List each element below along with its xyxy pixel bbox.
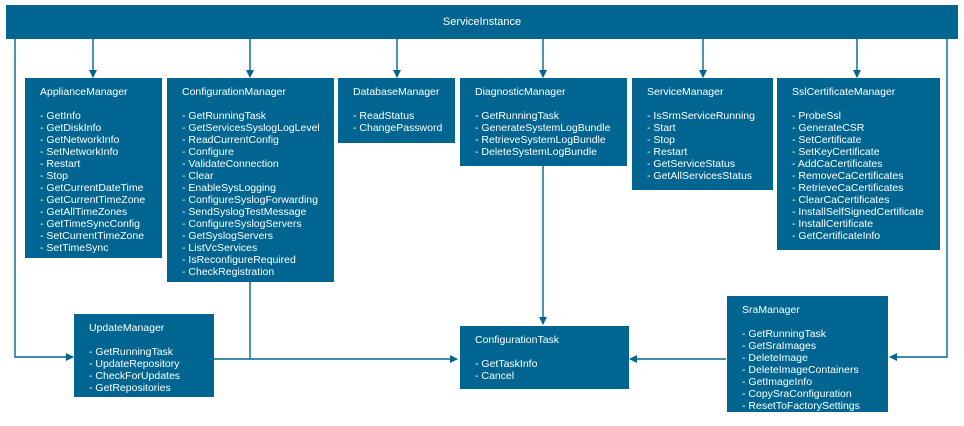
method-item: - CheckRegistration — [182, 266, 275, 278]
method-item: - SetCurrentTimeZone — [40, 230, 145, 242]
method-item: - GetCertificateInfo — [792, 230, 881, 242]
update-manager-methods: - GetRunningTask- UpdateRepository- Chec… — [89, 346, 204, 394]
method-item: - CopySraConfiguration — [742, 388, 852, 400]
method-item: - GetCurrentTimeZone — [40, 194, 146, 206]
method-item: - EnableSysLogging — [182, 182, 276, 194]
database-manager-box: DatabaseManager - ReadStatus- ChangePass… — [338, 78, 455, 143]
method-item: - GetRunningTask — [89, 346, 174, 358]
method-item: - InstallCertificate — [792, 218, 874, 230]
database-manager-methods: - ReadStatus- ChangePassword — [353, 110, 445, 134]
configuration-manager-methods: - GetRunningTask- GetServicesSyslogLogLe… — [182, 110, 324, 278]
update-manager-title: UpdateManager — [89, 322, 165, 334]
method-item: - IsReconfigureRequired — [182, 254, 296, 266]
method-item: - GetRepositories — [89, 382, 171, 394]
method-item: - ReadStatus — [353, 110, 415, 122]
appliance-manager-methods: - GetInfo- GetDiskInfo- GetNetworkInfo- … — [40, 110, 152, 254]
diagnostic-manager-methods: - GetRunningTask- GenerateSystemLogBundl… — [475, 110, 617, 158]
sra-manager-title: SraManager — [742, 304, 800, 316]
method-item: - ReadCurrentConfig — [182, 134, 279, 146]
configuration-manager-box: ConfigurationManager - GetRunningTask- G… — [167, 78, 334, 282]
service-instance-box: ServiceInstance — [6, 5, 958, 39]
method-item: - ClearCaCertificates — [792, 194, 890, 206]
method-item: - GetSyslogServers — [182, 230, 274, 242]
method-item: - ValidateConnection — [182, 158, 279, 170]
method-item: - DeleteImageContainers — [742, 364, 859, 376]
configuration-task-box: ConfigurationTask - GetTaskInfo- Cancel — [460, 326, 629, 389]
ssl-certificate-manager-methods: - ProbeSsl- GenerateCSR- SetCertificate-… — [792, 110, 930, 242]
method-item: - SendSyslogTestMessage — [182, 206, 307, 218]
service-manager-box: ServiceManager - IsSrmServiceRunning- St… — [632, 78, 773, 190]
sra-manager-methods: - GetRunningTask- GetSraImages- DeleteIm… — [742, 328, 878, 412]
database-manager-title: DatabaseManager — [353, 86, 440, 98]
diagnostic-manager-title: DiagnosticManager — [475, 86, 566, 98]
method-item: - CheckForUpdates — [89, 370, 181, 382]
arrow-to-update-manager — [14, 39, 74, 361]
method-item: - Restart — [647, 146, 688, 158]
method-item: - GetNetworkInfo — [40, 134, 120, 146]
method-item: - ListVcServices — [182, 242, 258, 254]
method-item: - GetAllServicesStatus — [647, 170, 753, 182]
appliance-manager-title: ApplianceManager — [40, 86, 128, 98]
method-item: - DeleteImage — [742, 352, 808, 364]
method-item: - SetCertificate — [792, 134, 862, 146]
method-item: - GetTimeSyncConfig — [40, 218, 140, 230]
method-item: - UpdateRepository — [89, 358, 180, 370]
method-item: - Stop — [647, 134, 676, 146]
method-item: - GetDiskInfo — [40, 122, 102, 134]
ssl-certificate-manager-title: SslCertificateManager — [792, 86, 896, 98]
method-item: - IsSrmServiceRunning — [647, 110, 755, 122]
method-item: - DeleteSystemLogBundle — [475, 146, 597, 158]
method-item: - GetInfo — [40, 110, 81, 122]
method-item: - GetRunningTask — [475, 110, 560, 122]
method-item: - GetCurrentDateTime — [40, 182, 144, 194]
method-item: - RemoveCaCertificates — [792, 170, 904, 182]
method-item: - AddCaCertificates — [792, 158, 883, 170]
appliance-manager-box: ApplianceManager - GetInfo- GetDiskInfo-… — [25, 78, 162, 258]
method-item: - GenerateCSR — [792, 122, 865, 134]
method-item: - Clear — [182, 170, 214, 182]
method-item: - GetRunningTask — [742, 328, 827, 340]
arrow-to-sra-manager — [889, 39, 948, 361]
method-item: - GetRunningTask — [182, 110, 267, 122]
method-item: - GetSraImages — [742, 340, 817, 352]
service-instance-title: ServiceInstance — [442, 16, 522, 28]
ssl-certificate-manager-box: SslCertificateManager - ProbeSsl- Genera… — [777, 78, 940, 250]
configuration-task-title: ConfigurationTask — [475, 334, 560, 346]
method-item: - GetServiceStatus — [647, 158, 736, 170]
method-item: - ProbeSsl — [792, 110, 842, 122]
method-item: - GetImageInfo — [742, 376, 813, 388]
method-item: - GetServicesSyslogLogLevel — [182, 122, 320, 134]
method-item: - ConfigureSyslogForwarding — [182, 194, 318, 206]
method-item: - ChangePassword — [353, 122, 443, 134]
method-item: - GenerateSystemLogBundle — [475, 122, 611, 134]
method-item: - SetNetworkInfo — [40, 146, 119, 158]
service-manager-title: ServiceManager — [647, 86, 724, 98]
method-item: - Stop — [40, 170, 69, 182]
configuration-task-methods: - GetTaskInfo- Cancel — [475, 358, 619, 382]
sra-manager-box: SraManager - GetRunningTask- GetSraImage… — [727, 296, 888, 412]
method-item: - SetKeyCertificate — [792, 146, 880, 158]
method-item: - Start — [647, 122, 676, 134]
method-item: - Restart — [40, 158, 81, 170]
method-item: - ResetToFactorySettings — [742, 400, 860, 412]
method-item: - RetrieveSystemLogBundle — [475, 134, 606, 146]
method-item: - GetTaskInfo — [475, 358, 538, 370]
method-item: - SetTimeSync — [40, 242, 109, 254]
method-item: - Configure — [182, 146, 234, 158]
method-item: - ConfigureSyslogServers — [182, 218, 302, 230]
method-item: - GetAllTimeZones — [40, 206, 128, 218]
diagnostic-manager-box: DiagnosticManager - GetRunningTask- Gene… — [460, 78, 627, 166]
method-item: - InstallSelfSignedCertificate — [792, 206, 924, 218]
service-manager-methods: - IsSrmServiceRunning- Start- Stop- Rest… — [647, 110, 763, 182]
configuration-manager-title: ConfigurationManager — [182, 86, 286, 98]
method-item: - RetrieveCaCertificates — [792, 182, 904, 194]
method-item: - Cancel — [475, 370, 515, 382]
update-manager-box: UpdateManager - GetRunningTask- UpdateRe… — [74, 314, 214, 397]
